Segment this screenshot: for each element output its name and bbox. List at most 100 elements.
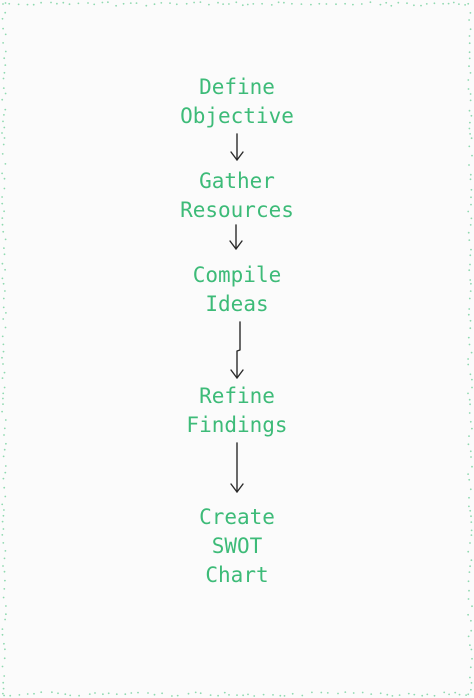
border-dot <box>115 693 118 696</box>
border-dot <box>236 694 238 696</box>
border-dot <box>433 2 436 5</box>
border-dot <box>469 319 472 322</box>
border-dot <box>469 93 472 95</box>
border-dot <box>247 693 249 696</box>
border-dot <box>2 542 5 544</box>
border-dot <box>370 693 373 695</box>
border-dot <box>101 1 104 4</box>
border-dot <box>5 613 7 616</box>
border-dot <box>187 692 190 695</box>
border-dot <box>3 187 6 190</box>
border-dot <box>470 648 473 651</box>
border-dot <box>469 121 471 124</box>
border-dot <box>262 693 265 696</box>
border-dot <box>470 521 473 523</box>
node-define-objective-line-2: Objective <box>180 104 294 128</box>
border-dot <box>87 2 89 4</box>
border-dot <box>3 386 6 389</box>
border-dot <box>4 11 7 14</box>
arrow-compile-to-refine <box>230 321 244 379</box>
border-dot <box>242 694 245 697</box>
node-gather-resources: Gather Resources <box>137 167 337 225</box>
border-dot <box>1 217 4 220</box>
arrow-refine-to-create <box>230 442 244 493</box>
node-refine-findings-line-1: Refine <box>199 384 275 408</box>
border-dot <box>2 692 4 695</box>
border-dot <box>17 3 20 6</box>
border-dot <box>2 343 5 346</box>
border-dot <box>9 694 12 697</box>
border-dot <box>208 3 210 6</box>
border-dot <box>369 1 372 4</box>
arrow-define-to-gather <box>230 133 244 161</box>
border-dot <box>467 443 470 446</box>
border-dot <box>468 42 471 45</box>
border-dot <box>464 4 466 6</box>
border-dot <box>18 694 21 696</box>
border-dot <box>246 3 249 6</box>
border-dot <box>468 65 470 68</box>
border-dot <box>468 398 471 401</box>
border-dot <box>352 3 354 6</box>
border-dot <box>2 687 5 690</box>
border-dot <box>344 2 346 5</box>
border-dot <box>471 465 473 468</box>
border-dot <box>107 1 109 4</box>
border-dot <box>3 247 5 250</box>
border-dot <box>2 120 4 123</box>
border-dot <box>3 675 6 677</box>
border-dot <box>469 373 472 376</box>
border-dot <box>199 692 202 695</box>
border-dot <box>468 51 471 54</box>
border-dot <box>2 77 5 80</box>
border-dot <box>4 618 6 621</box>
border-dot <box>468 297 471 300</box>
border-dot <box>468 505 470 508</box>
border-dot <box>469 290 472 292</box>
border-dot <box>4 648 6 651</box>
border-dot <box>469 676 471 679</box>
border-dot <box>283 695 286 697</box>
border-dot <box>344 691 347 693</box>
border-dot <box>217 694 220 697</box>
border-dot <box>69 694 72 697</box>
border-dot <box>161 692 164 695</box>
node-define-objective: Define Objective <box>137 73 337 131</box>
border-dot <box>467 313 470 316</box>
border-dot <box>425 3 428 5</box>
border-dot <box>468 109 471 112</box>
border-dot <box>386 693 389 696</box>
border-dot <box>4 92 7 95</box>
border-dot <box>2 528 5 530</box>
border-dot <box>469 403 471 406</box>
border-dot <box>470 515 472 518</box>
border-dot <box>470 682 473 684</box>
border-dot <box>469 542 471 544</box>
border-dot <box>468 19 470 21</box>
border-dot <box>78 694 80 697</box>
border-dot <box>1 223 4 226</box>
border-dot <box>3 371 6 374</box>
border-dot <box>413 693 416 696</box>
border-dot <box>2 27 4 30</box>
border-dot <box>467 473 469 475</box>
border-dot <box>452 1 455 4</box>
border-dot <box>4 33 7 36</box>
border-dot <box>2 514 5 517</box>
node-refine-findings-line-2: Findings <box>186 413 288 437</box>
border-dot <box>1 377 4 379</box>
border-dot <box>3 177 6 180</box>
border-dot <box>467 358 469 360</box>
border-dot <box>1 262 4 265</box>
border-dot <box>2 282 5 285</box>
border-dot <box>1 356 3 359</box>
border-dot <box>468 35 471 37</box>
border-dot <box>291 692 294 695</box>
border-dot <box>176 694 179 697</box>
border-dot <box>465 694 467 696</box>
border-dot <box>458 3 460 5</box>
border-dot <box>3 486 6 489</box>
border-dot <box>3 210 5 213</box>
border-dot <box>291 2 293 5</box>
border-dot <box>470 217 473 220</box>
